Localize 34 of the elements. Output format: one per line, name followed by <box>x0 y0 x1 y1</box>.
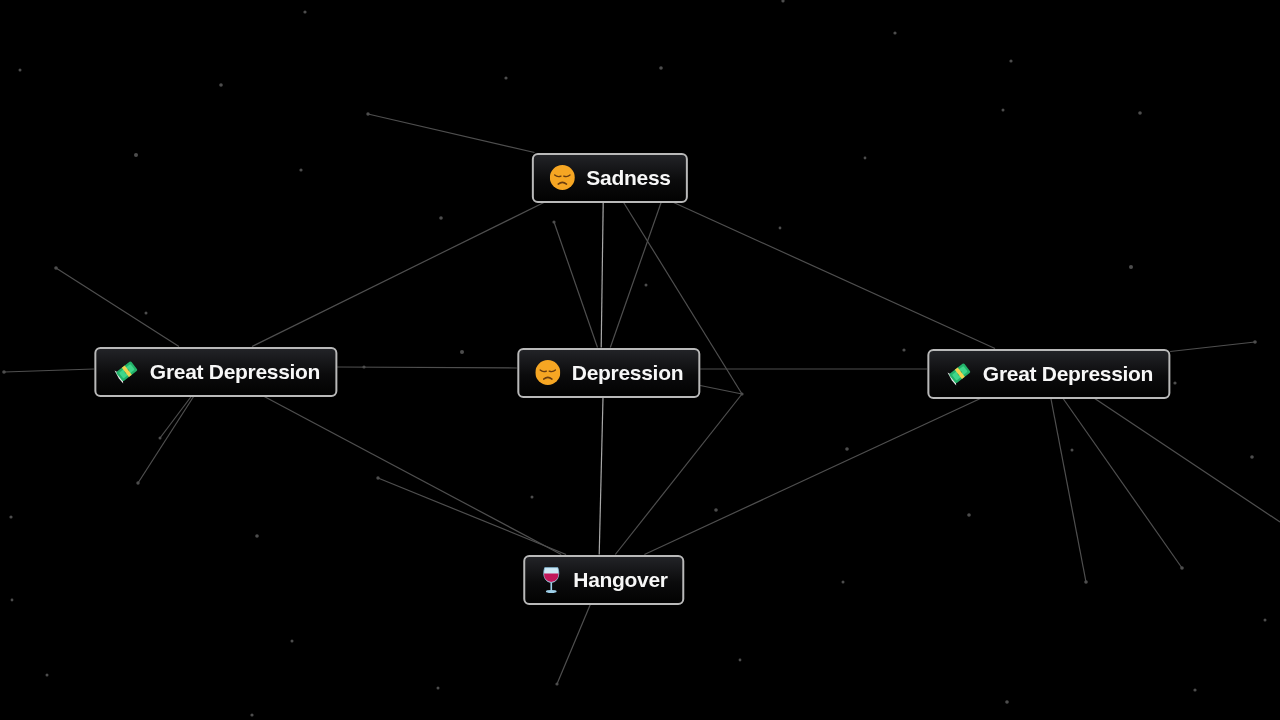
connector-line <box>336 366 518 369</box>
connector-line <box>614 393 743 556</box>
connector-line <box>377 477 567 556</box>
connector-line <box>1050 397 1087 583</box>
connector-line <box>367 113 536 154</box>
connector-line <box>3 368 95 373</box>
connector-line <box>673 201 996 350</box>
connector-line <box>556 603 591 685</box>
item-label: Hangover <box>573 569 668 590</box>
item-card <box>516 347 701 398</box>
connector-line <box>1169 341 1256 353</box>
item-label: Sadness <box>586 167 671 188</box>
connector-line <box>137 395 195 484</box>
connector-line <box>1062 397 1183 569</box>
item-label: Great Depression <box>149 361 321 382</box>
connector-line <box>699 384 743 395</box>
connector-line <box>55 267 180 348</box>
connector-line <box>553 221 599 349</box>
connector-line <box>609 201 662 349</box>
connector-line <box>643 397 981 556</box>
connector-line <box>600 201 604 349</box>
connector-line <box>623 201 743 395</box>
connector-line <box>1094 397 1280 523</box>
connector-line <box>598 396 604 556</box>
connector-line <box>159 395 192 439</box>
item-card <box>93 346 338 397</box>
item-label: Great Depression <box>982 363 1154 384</box>
connector-line <box>699 368 928 370</box>
item-card <box>926 348 1171 399</box>
item-label: Depression <box>571 362 684 383</box>
connector-line <box>263 395 562 556</box>
item-card <box>523 554 685 605</box>
connector-line <box>251 201 545 348</box>
item-card <box>531 152 688 203</box>
